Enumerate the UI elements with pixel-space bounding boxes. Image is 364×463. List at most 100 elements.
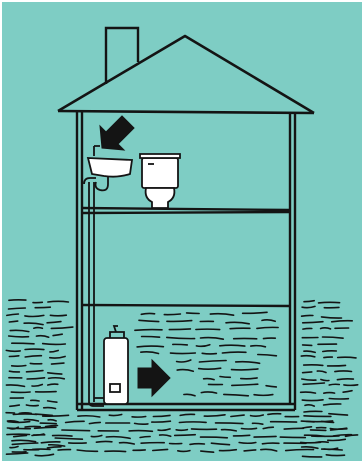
soil-stroke [216,423,243,424]
soil-stroke [338,357,356,358]
soil-stroke [303,372,312,373]
soil-stroke [164,314,180,315]
soil-stroke [303,328,312,329]
soil-stroke [167,321,192,322]
soil-stroke [26,405,38,406]
soil-stroke [25,426,40,427]
soil-stroke [34,328,43,329]
soil-stroke [9,308,26,309]
soil-stroke [171,353,196,354]
soil-stroke [31,400,39,401]
soil-stroke [324,357,332,358]
soil-stroke [319,302,340,303]
soil-stroke [335,371,352,372]
soil-stroke [44,408,56,409]
soil-stroke [12,366,26,367]
soil-stroke [12,343,34,344]
soil-stroke [9,336,29,337]
toilet-lid [140,154,180,158]
ground-floor [82,305,290,306]
soil-stroke [306,421,333,422]
soil-stroke [220,345,245,346]
soil-stroke [6,350,20,351]
soil-stroke [302,315,313,316]
soil-stroke [234,435,250,436]
soil-stroke [254,436,276,437]
soil-stroke [50,315,66,316]
soil-stroke [329,399,348,400]
soil-stroke [173,344,188,345]
soil-stroke [96,441,112,442]
toilet-tank [142,158,178,188]
soil-stroke [222,352,246,353]
soil-stroke [25,349,44,350]
soil-stroke [329,384,339,385]
soil-stroke [230,328,250,329]
soil-stroke [132,417,146,418]
soil-stroke [48,384,58,385]
soil-stroke [242,428,257,429]
soil-stroke [322,449,343,450]
soil-stroke [175,435,196,436]
soil-stroke [9,371,19,372]
soil-stroke [304,365,323,366]
soil-stroke [129,431,152,432]
water-heater-tank [104,338,128,404]
soil-stroke [190,444,204,445]
soil-stroke [262,443,279,444]
soil-stroke [52,363,64,364]
soil-stroke [9,321,17,322]
soil-stroke [337,379,353,380]
soil-stroke [48,301,69,302]
soil-stroke [201,437,228,438]
soil-stroke [220,377,230,378]
soil-stroke [304,416,331,417]
soil-stroke [141,443,164,444]
soil-stroke [323,351,337,352]
soil-stroke [141,313,154,314]
soil-stroke [304,411,322,412]
soil-stroke [53,435,72,436]
soil-stroke [7,428,30,429]
sink-basin [88,158,132,177]
soil-stroke [135,330,162,331]
soil-stroke [137,346,163,347]
upper-floor-line [82,212,290,213]
soil-stroke [302,400,323,401]
soil-stroke [135,423,148,424]
soil-stroke [105,451,126,452]
soil-stroke [303,456,322,457]
soil-stroke [9,356,18,357]
soil-stroke [328,365,346,366]
soil-stroke [169,329,190,330]
soil-stroke [178,451,190,452]
soil-stroke [241,378,257,379]
soil-stroke [244,450,256,451]
soil-stroke [303,345,312,346]
soil-stroke [311,430,326,431]
soil-stroke [62,430,90,431]
soil-stroke [176,430,187,431]
soil-stroke [152,421,171,422]
soil-stroke [264,338,276,339]
soil-stroke [32,435,45,436]
soil-stroke [254,395,273,396]
soil-stroke [316,442,329,443]
water-heater-panel [110,384,120,392]
soil-stroke [142,336,160,337]
soil-stroke [344,385,358,386]
soil-stroke [239,443,256,444]
soil-stroke [8,422,30,423]
soil-stroke [326,455,344,456]
soil-stroke [35,307,50,308]
soil-stroke [268,414,281,415]
water-heater [104,326,128,404]
soil-stroke [179,422,206,423]
soil-stroke [284,428,303,429]
soil-stroke [40,423,56,424]
soil-stroke [58,450,70,451]
soil-stroke [324,393,335,394]
